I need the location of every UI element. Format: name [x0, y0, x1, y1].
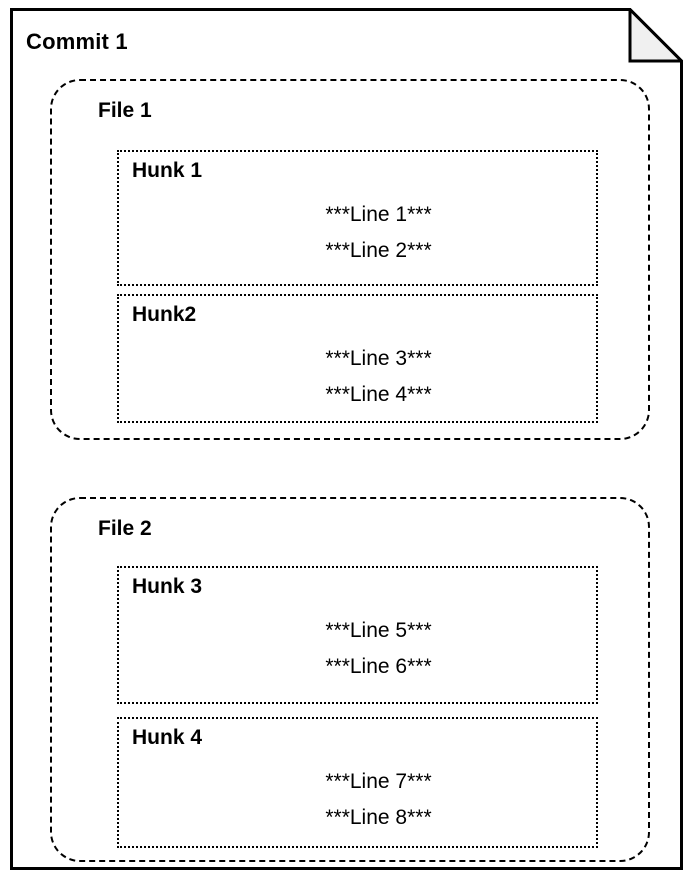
- hunk-title-2: Hunk2: [132, 303, 197, 326]
- hunk-lines-2: ***Line 3*** ***Line 4***: [119, 341, 596, 413]
- commit-container[interactable]: Commit 1 File 1 Hunk 1 ***Line 1*** ***L…: [10, 8, 683, 870]
- hunk-lines-1: ***Line 1*** ***Line 2***: [119, 197, 596, 269]
- hunk-title-1: Hunk 1: [132, 159, 203, 182]
- hunk-line: ***Line 6***: [325, 655, 432, 678]
- file-container-1[interactable]: File 1 Hunk 1 ***Line 1*** ***Line 2*** …: [50, 79, 650, 440]
- hunk-line: ***Line 3***: [325, 347, 432, 370]
- hunk-line: ***Line 5***: [325, 619, 432, 642]
- hunk-lines-3: ***Line 5*** ***Line 6***: [119, 613, 596, 685]
- hunk-line: ***Line 1***: [325, 203, 432, 226]
- hunk-container-1[interactable]: Hunk 1 ***Line 1*** ***Line 2***: [117, 150, 598, 286]
- hunk-line: ***Line 7***: [325, 770, 432, 793]
- hunk-title-4: Hunk 4: [132, 726, 203, 749]
- hunk-title-3: Hunk 3: [132, 575, 203, 598]
- hunk-container-4[interactable]: Hunk 4 ***Line 7*** ***Line 8***: [117, 717, 598, 848]
- hunk-container-2[interactable]: Hunk2 ***Line 3*** ***Line 4***: [117, 294, 598, 423]
- hunk-line: ***Line 8***: [325, 806, 432, 829]
- file-container-2[interactable]: File 2 Hunk 3 ***Line 5*** ***Line 6*** …: [50, 497, 650, 862]
- hunk-container-3[interactable]: Hunk 3 ***Line 5*** ***Line 6***: [117, 566, 598, 704]
- file-title-2: File 2: [98, 517, 152, 540]
- file-title-1: File 1: [98, 99, 152, 122]
- page-fold-corner-icon: [628, 8, 683, 63]
- hunk-lines-4: ***Line 7*** ***Line 8***: [119, 764, 596, 836]
- hunk-line: ***Line 2***: [325, 239, 432, 262]
- commit-title: Commit 1: [26, 29, 128, 54]
- hunk-line: ***Line 4***: [325, 383, 432, 406]
